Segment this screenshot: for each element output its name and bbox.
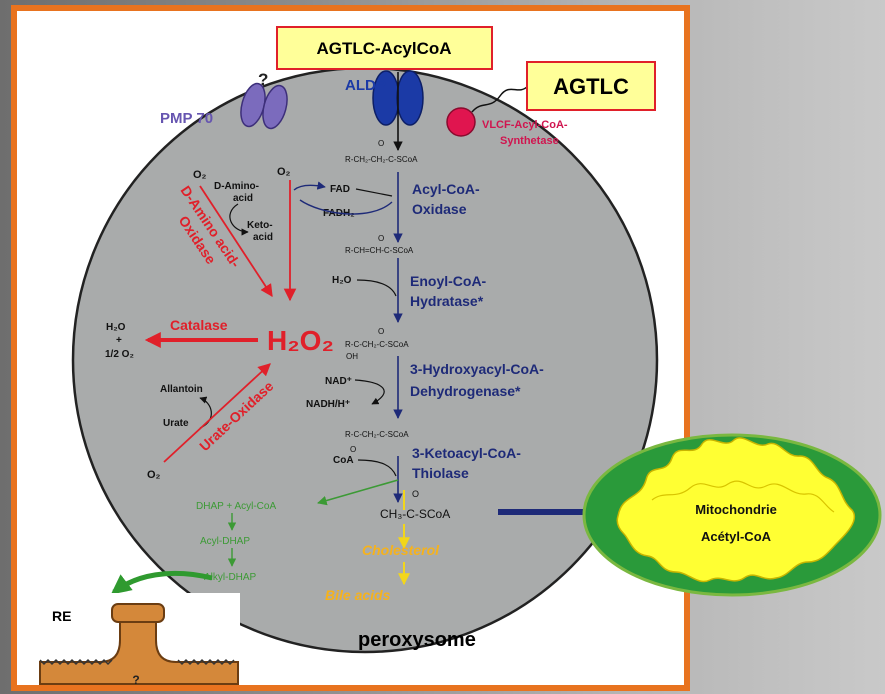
d-amino-acid-line2: acid (233, 193, 253, 204)
catalase-label: Catalase (170, 317, 228, 333)
d-amino-acid-line1: D-Amino- (214, 181, 259, 192)
er-membrane (39, 603, 239, 685)
coa-label: CoA (333, 455, 354, 466)
plus-sign: + (116, 335, 122, 346)
agtlc-acylcoa-label: AGTLC-AcylCoA (316, 39, 451, 58)
allantoin-label: Allantoin (160, 384, 203, 395)
hydroxyacyl-dh-line2: Dehydrogenase* (410, 383, 521, 399)
agtlc-box (526, 61, 656, 111)
cholesterol-label: Cholesterol (362, 542, 440, 558)
nad-label: NAD⁺ (325, 376, 352, 387)
o-mark-3: O (378, 327, 384, 336)
vlcf-label-line2: Synthetase (500, 135, 559, 147)
nad-curve (354, 379, 385, 405)
mitochondria (582, 433, 882, 597)
urate-label: Urate (163, 418, 189, 429)
fad-cycle-lower (299, 199, 393, 215)
daox-red-arrow (199, 185, 273, 298)
fad-line (355, 188, 393, 197)
h2o-product-label: H₂O (106, 322, 126, 333)
mitochondria-label-line2: Acétyl-CoA (701, 529, 772, 544)
acyl-coa-oxidase-line2: Oxidase (412, 201, 467, 217)
o-mark-5: O (412, 489, 419, 499)
enoyl-hydratase-line2: Hydratase* (410, 293, 484, 309)
hydroxyacyl-dh-line1: 3-Hydroxyacyl-CoA- (410, 361, 544, 377)
d-amino-acid-curve (229, 203, 249, 236)
aldp-label: ALDP (345, 77, 386, 94)
fad-label: FAD (330, 184, 350, 195)
o-mark-4: O (350, 445, 356, 454)
o2-right-label: O₂ (277, 166, 291, 178)
o-mark-1: O (378, 139, 384, 148)
agtlc-acylcoa-box (276, 26, 493, 70)
pmp70-protein (240, 82, 288, 130)
oh-group: OH (346, 352, 358, 361)
o2-bottom-label: O₂ (147, 469, 161, 481)
coa-curve (357, 459, 397, 477)
substrate-enoyl-coa: R-CH=CH-C-SCoA (345, 246, 414, 255)
bile-acids-label: Bile acids (325, 587, 391, 603)
agtlc-label: AGTLC (553, 74, 629, 99)
half-o2-label: 1/2 O₂ (105, 349, 134, 360)
mitochondria-label-line1: Mitochondrie (695, 502, 777, 517)
peroxysome-caption: peroxysome (358, 629, 476, 651)
alkyl-dhap-label: Alkyl-DHAP (204, 572, 257, 583)
substrate-ketoacyl-coa: R-C-CH₂-C-SCoA (345, 430, 409, 439)
urate-oxidase-red-arrow (163, 363, 271, 463)
o2-left-label: O₂ (193, 169, 207, 181)
ketoacyl-thiolase-line2: Thiolase (412, 465, 469, 481)
vlcf-label-line1: VLCF-Acyl-CoA- (482, 119, 568, 131)
substrate-acyl-coa: R-CH₂-CH₂-C-SCoA (345, 155, 418, 164)
substrate-hydroxyacyl-coa: R-C-CH₂-C-SCoA (345, 340, 409, 349)
fad-cycle-upper (293, 181, 326, 191)
dhap-acyl-coa-label: DHAP + Acyl-CoA (196, 501, 276, 512)
pmp70-question-mark: ? (258, 70, 268, 89)
pmp70-label: PMP 70 (160, 110, 213, 127)
h2o2-label: H₂O₂ (267, 325, 334, 356)
keto-acid-line1: Keto- (247, 220, 273, 231)
acetyl-coa-formula: CH₃-C-SCoA (380, 507, 450, 521)
agtlc-tether-line (471, 85, 529, 113)
re-label: RE (52, 608, 71, 624)
acylcoa-to-dhap-arrow (317, 479, 399, 506)
h2o-input-curve (356, 279, 397, 297)
acyl-dhap-label: Acyl-DHAP (200, 536, 250, 547)
ketoacyl-thiolase-line1: 3-Ketoacyl-CoA- (412, 445, 521, 461)
nadh-label: NADH/H⁺ (306, 399, 350, 410)
o-mark-2: O (378, 234, 384, 243)
aldp-protein (372, 70, 424, 126)
to-re-green-arrow (110, 570, 213, 595)
h2o-input-label: H₂O (332, 275, 352, 286)
enoyl-hydratase-line1: Enoyl-CoA- (410, 273, 487, 289)
er-question-mark: ? (132, 673, 139, 687)
vlcf-synthetase-marker (446, 107, 476, 137)
keto-acid-line2: acid (253, 232, 273, 243)
acyl-coa-oxidase-line1: Acyl-CoA- (412, 181, 480, 197)
